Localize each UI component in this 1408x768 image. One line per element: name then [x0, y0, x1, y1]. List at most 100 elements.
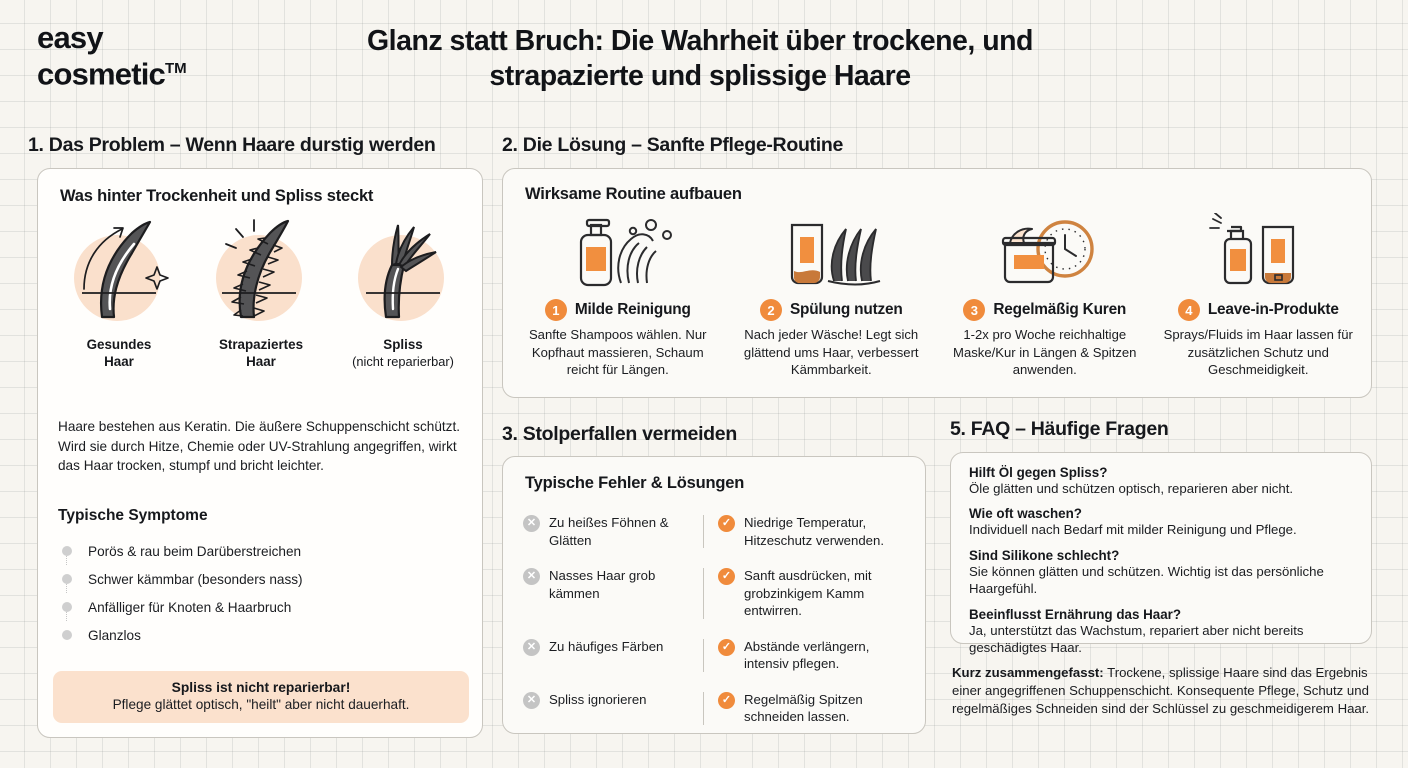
illustration-caption: Strapaziertes Haar	[219, 336, 303, 370]
routine-steps: 1 Milde Reinigung Sanfte Shampoos wählen…	[511, 213, 1365, 379]
problem-paragraph: Haare bestehen aus Keratin. Die äußere S…	[58, 419, 461, 473]
faq-list: Hilft Öl gegen Spliss? Öle glätten und s…	[969, 465, 1361, 665]
faq-question: Hilft Öl gegen Spliss?	[969, 465, 1108, 480]
leave-in-spray-tube-icon	[1183, 213, 1333, 295]
pitfalls-card: Typische Fehler & Lösungen ✕ Zu heißes F…	[502, 456, 926, 734]
problem-card-title: Was hinter Trockenheit und Spliss steckt	[60, 187, 374, 205]
list-item: Schwer kämmbar (besonders nass)	[60, 565, 470, 593]
solution-text: Niedrige Temperatur, Hitzeschutz verwend…	[744, 515, 885, 548]
illustration-split-ends: Spliss (nicht reparierbar)	[332, 217, 474, 382]
step-number-badge: 3	[963, 299, 986, 321]
faq-item: Hilft Öl gegen Spliss? Öle glätten und s…	[969, 465, 1361, 497]
step-number-badge: 4	[1177, 299, 1200, 321]
mistake-text: Zu heißes Föhnen & Glätten	[549, 515, 669, 548]
faq-answer: Ja, unterstützt das Wachstum, repariert …	[969, 622, 1304, 656]
routine-card-title: Wirksame Routine aufbauen	[525, 185, 742, 203]
caption-line-1: Spliss	[383, 337, 423, 352]
step-description: 1-2x pro Woche reichhaltige Maske/Kur in…	[953, 327, 1137, 378]
list-item: Anfälliger für Knoten & Haarbruch	[60, 593, 470, 621]
step-header: 1 Milde Reinigung	[544, 299, 691, 321]
faq-answer: Individuell nach Bedarf mit milder Reini…	[969, 522, 1297, 538]
trademark-symbol: TM	[165, 60, 187, 77]
damaged-hair-strand-icon	[196, 217, 326, 332]
row-divider	[703, 691, 704, 725]
step-title: Leave-in-Produkte	[1207, 301, 1339, 318]
routine-card: Wirksame Routine aufbauen	[502, 168, 1372, 398]
symptoms-list: Porös & rau beim Darüberstreichen Schwer…	[60, 537, 470, 649]
note-text: Pflege glättet optisch, "heilt" aber nic…	[112, 697, 410, 712]
list-item: Porös & rau beim Darüberstreichen	[60, 537, 470, 565]
summary-paragraph: Kurz zusammengefasst: Trockene, splissig…	[952, 664, 1372, 719]
step-description: Sanfte Shampoos wählen. Nur Kopfhaut mas…	[528, 327, 707, 378]
check-icon: ✓	[718, 568, 735, 585]
problem-card: Was hinter Trockenheit und Spliss steckt	[37, 168, 483, 738]
step-title: Milde Reinigung	[574, 301, 691, 318]
row-divider	[703, 568, 704, 619]
mistake-text: Zu häufiges Färben	[549, 638, 664, 654]
note-headline: Spliss ist nicht reparierbar!	[171, 680, 351, 695]
illustration-healthy-hair: Gesundes Haar	[48, 217, 190, 382]
mistake-cell: ✕ Spliss ignorieren	[517, 691, 703, 709]
split-ends-hair-strand-icon	[338, 217, 468, 332]
routine-step-3: 3 Regelmäßig Kuren 1-2x pro Woche reichh…	[938, 213, 1152, 379]
solution-cell: ✓ Abstände verlängern, intensiv pflegen.	[718, 638, 913, 673]
faq-card: Hilft Öl gegen Spliss? Öle glätten und s…	[950, 452, 1372, 655]
step-description: Nach jeder Wäsche! Legt sich glättend um…	[743, 327, 919, 378]
illustration-caption: Gesundes Haar	[87, 336, 152, 370]
bullet-connector	[66, 612, 68, 621]
bullet-dot-icon	[62, 574, 72, 584]
faq-item: Wie oft waschen? Individuell nach Bedarf…	[969, 506, 1361, 538]
table-row: ✕ Spliss ignorieren ✓ Regelmäßig Spitzen…	[517, 682, 913, 735]
row-divider	[703, 515, 704, 548]
faq-item: Beeinflusst Ernährung das Haar? Ja, unte…	[969, 607, 1361, 657]
caption-line-2: Haar	[246, 354, 276, 369]
routine-step-1: 1 Milde Reinigung Sanfte Shampoos wählen…	[511, 213, 725, 379]
mistake-cell: ✕ Zu häufiges Färben	[517, 638, 703, 656]
caption-line-1: Strapaziertes	[218, 337, 304, 352]
check-icon: ✓	[718, 515, 735, 532]
cross-icon: ✕	[523, 691, 540, 709]
faq-answer: Öle glätten und schützen optisch, repari…	[969, 481, 1294, 496]
section-3-heading: 3. Stolperfallen vermeiden	[502, 423, 737, 445]
bullet-connector	[66, 556, 68, 565]
spliss-warning-note: Spliss ist nicht reparierbar! Pflege glä…	[53, 671, 469, 723]
caption-subtext: (nicht reparierbar)	[352, 354, 454, 369]
healthy-hair-strand-icon	[54, 217, 184, 332]
symptom-text: Schwer kämmbar (besonders nass)	[88, 571, 303, 587]
step-header: 4 Leave-in-Produkte	[1177, 299, 1339, 321]
mistake-text: Spliss ignorieren	[549, 691, 647, 707]
cross-icon: ✕	[523, 638, 540, 656]
mistake-text: Nasses Haar grob kämmen	[549, 568, 656, 601]
routine-step-4: 4 Leave-in-Produkte Sprays/Fluids im Haa…	[1152, 213, 1366, 379]
row-divider	[703, 638, 704, 672]
hair-mask-jar-clock-icon	[970, 213, 1120, 295]
table-row: ✕ Zu heißes Föhnen & Glätten ✓ Niedrige …	[517, 505, 913, 558]
brand-line-2: cosmetic	[37, 56, 166, 92]
bullet-dot-icon	[62, 602, 72, 612]
solution-text: Sanft ausdrücken, mit grobzinkigem Kamm …	[744, 568, 872, 618]
solution-cell: ✓ Sanft ausdrücken, mit grobzinkigem Kam…	[718, 567, 913, 620]
illustration-caption: Spliss (nicht reparierbar)	[352, 336, 454, 370]
faq-question: Beeinflusst Ernährung das Haar?	[969, 606, 1182, 622]
brand-logo: easy cosmeticTM	[37, 22, 187, 89]
symptom-text: Glanzlos	[88, 627, 141, 643]
faq-question: Wie oft waschen?	[969, 506, 1082, 522]
step-title: Regelmäßig Kuren	[993, 301, 1127, 318]
step-number-badge: 1	[544, 299, 567, 321]
symptoms-heading: Typische Symptome	[58, 507, 208, 524]
hair-illustrations: Gesundes Haar	[48, 217, 474, 382]
conditioner-tube-hair-strands-icon	[756, 213, 906, 295]
brand-line-1: easy	[37, 20, 104, 55]
solution-text: Regelmäßig Spitzen schneiden lassen.	[744, 691, 863, 725]
symptom-text: Porös & rau beim Darüberstreichen	[88, 543, 302, 559]
bullet-dot-icon	[62, 546, 72, 556]
step-header: 3 Regelmäßig Kuren	[963, 299, 1126, 321]
step-number-badge: 2	[759, 299, 782, 321]
illustration-damaged-hair: Strapaziertes Haar	[190, 217, 332, 382]
cross-icon: ✕	[523, 515, 540, 532]
step-description: Sprays/Fluids im Haar lassen für zusätzl…	[1163, 327, 1353, 378]
summary-label: Kurz zusammengefasst:	[952, 665, 1104, 680]
section-5-heading: 5. FAQ – Häufige Fragen	[950, 418, 1169, 440]
section-1-heading: 1. Das Problem – Wenn Haare durstig werd…	[28, 134, 436, 156]
